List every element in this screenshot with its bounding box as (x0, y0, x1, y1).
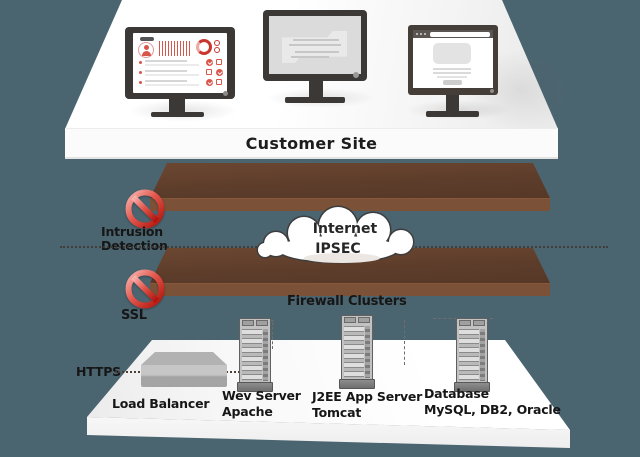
monitor-stand (169, 99, 185, 113)
ssl-label: SSL (121, 308, 147, 323)
window-controls-icon (424, 33, 426, 35)
cloud-label-line1: Internet (313, 221, 378, 237)
check-circle-icon (216, 69, 223, 76)
power-led-icon (223, 91, 228, 96)
intrusion-detection-layer-front (150, 198, 550, 211)
checkbox-icon (216, 59, 222, 65)
bullet-icon (139, 71, 142, 74)
no-entry-icon (125, 269, 165, 309)
dashboard-screen (133, 33, 227, 93)
load-balancer-device-front (141, 365, 227, 387)
intrusion-detection-label: Intrusion Detection (101, 224, 168, 254)
firewall-clusters-label: Firewall Clusters (287, 294, 407, 309)
browser-screen (413, 30, 493, 88)
app-server-label: J2EE App Server Tomcat (312, 389, 423, 420)
cloud-label-line2: IPSEC (315, 241, 360, 257)
window-tab (140, 37, 154, 41)
document-screen (269, 16, 361, 74)
internet-cloud-icon: Internet IPSEC (256, 205, 415, 264)
web-server-tower (237, 318, 273, 392)
list-item (138, 79, 224, 87)
server-bays (242, 329, 262, 381)
power-led-icon (353, 72, 359, 78)
check-circle-icon (206, 79, 213, 86)
customer-site-platform-front: Customer Site (65, 128, 558, 159)
load-balancer-device-top (141, 352, 227, 365)
button-placeholder (443, 80, 462, 85)
browser-monitor (408, 25, 498, 95)
document-icon (282, 31, 347, 63)
power-led-icon (490, 89, 494, 93)
server-base (237, 382, 273, 392)
bullet-icon (139, 61, 142, 64)
monitor-base (285, 97, 345, 103)
database-server-label: Database MySQL, DB2, Oracle (424, 386, 561, 417)
server-bays (459, 329, 479, 381)
database-server-tower (454, 318, 490, 392)
address-bar (430, 32, 490, 37)
check-circle-icon (206, 59, 213, 66)
server-base (339, 379, 375, 389)
legend-dot-icon (214, 47, 220, 53)
https-label: HTTPS (76, 364, 121, 379)
customer-site-label: Customer Site (245, 133, 378, 153)
window-controls-icon (420, 33, 422, 35)
checkbox-icon (206, 69, 212, 75)
web-server-label: Wev Server Apache (222, 388, 301, 419)
intrusion-detection-layer-top (150, 163, 550, 198)
app-server-tower (339, 315, 375, 389)
monitor-base (151, 112, 204, 117)
dashboard-monitor (125, 27, 235, 99)
dashed-outline (272, 322, 273, 349)
browser-chrome (413, 30, 493, 38)
list-item (138, 69, 224, 77)
bar-chart-icon (159, 41, 192, 56)
image-placeholder (433, 43, 471, 64)
bullet-icon (139, 81, 142, 84)
document-monitor (263, 10, 367, 81)
user-avatar-icon (138, 42, 154, 58)
monitor-stand (309, 81, 323, 98)
donut-chart-icon (196, 39, 212, 55)
window-controls-icon (416, 33, 418, 35)
dashed-outline (404, 320, 405, 365)
server-bays (344, 326, 364, 378)
list-item (138, 59, 224, 67)
no-entry-icon (125, 189, 165, 229)
server-base (454, 382, 490, 392)
firewall-layer-front (150, 283, 550, 296)
monitor-base (426, 111, 479, 117)
load-balancer-label: Load Balancer (112, 396, 210, 411)
legend-dot-icon (214, 40, 220, 46)
checkbox-icon (216, 79, 222, 85)
monitor-stand (446, 95, 459, 112)
